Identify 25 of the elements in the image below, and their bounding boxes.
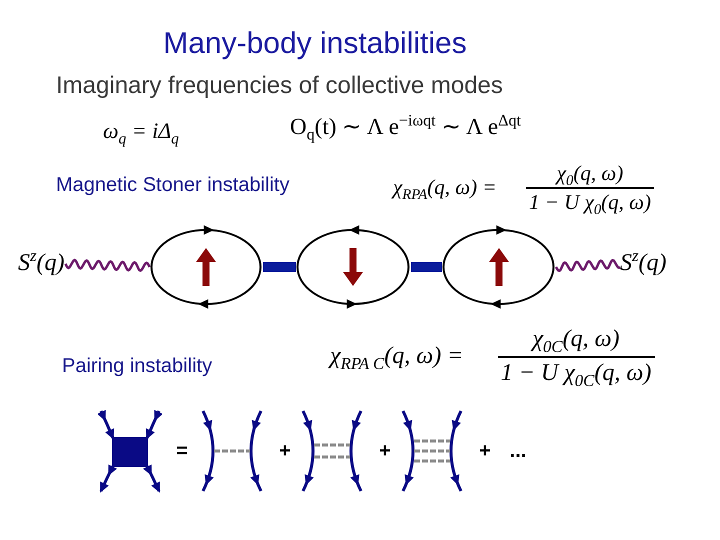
section-heading: Pairing instability bbox=[62, 355, 212, 378]
fraction-numerator: χ$_{0C}$(q, ω) bbox=[532, 326, 620, 354]
formula: O$_{q}$(t) ∼ Λ e$^{−iωqt}$ ∼ Λ e$^{Δqt}$ bbox=[290, 114, 522, 140]
plus-sign: + bbox=[479, 440, 491, 463]
ellipsis: ... bbox=[510, 440, 526, 463]
fraction-numerator: χ$_{0}$(q, ω) bbox=[556, 161, 624, 186]
interaction-bar bbox=[263, 262, 296, 272]
fraction-denominator: 1 − U χ$_{0}$(q, ω) bbox=[529, 190, 651, 214]
fermion-loop bbox=[442, 224, 555, 310]
slide-title: Many-body instabilities bbox=[163, 27, 467, 62]
plus-sign: + bbox=[379, 440, 391, 463]
operator-label: S$^{z}$(q) bbox=[18, 250, 65, 278]
section-heading: Magnetic Stoner instability bbox=[56, 174, 290, 197]
equals-sign: = bbox=[176, 440, 188, 463]
formula: χ$_{RPA C}$(q, ω) = bbox=[330, 343, 464, 371]
plus-sign: + bbox=[279, 440, 291, 463]
formula: χ$_{RPA}$(q, ω) = bbox=[393, 175, 497, 200]
wavy-line bbox=[64, 258, 151, 272]
interaction-bar bbox=[411, 262, 442, 272]
fermion-loop bbox=[296, 224, 410, 310]
subtitle: Imaginary frequencies of collective modes bbox=[56, 72, 503, 100]
wavy-line bbox=[554, 258, 620, 272]
fraction-denominator: 1 − U χ$_{0C}$(q, ω) bbox=[500, 360, 652, 388]
operator-label: S$^{z}$(q) bbox=[620, 250, 667, 278]
fermion-loop bbox=[150, 224, 262, 310]
